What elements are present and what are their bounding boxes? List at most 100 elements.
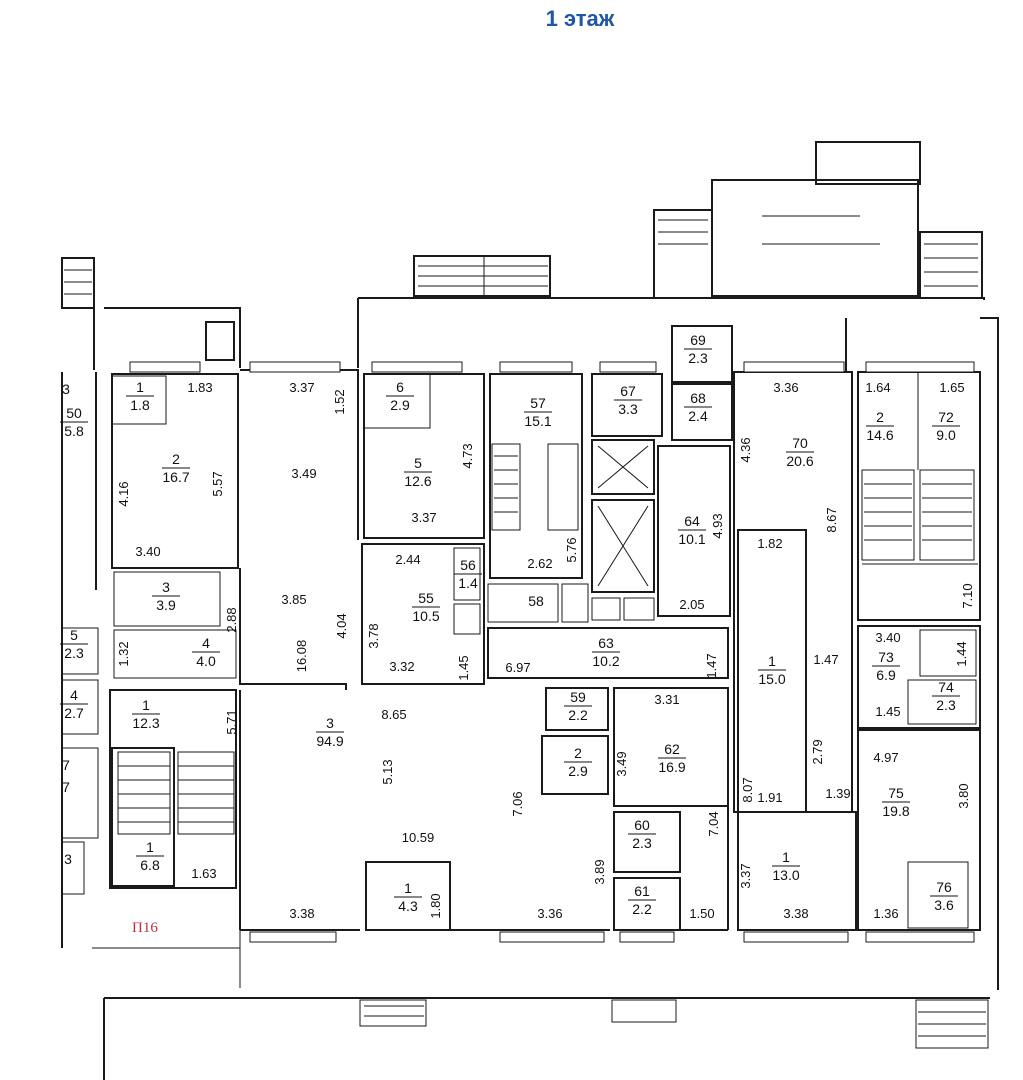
room-area: 19.8 bbox=[882, 803, 909, 819]
edge-fragment-label: 3 bbox=[62, 381, 70, 397]
dimension-label: 4.04 bbox=[334, 613, 349, 638]
dimension-label: 5.71 bbox=[224, 709, 239, 734]
room-area: 1.8 bbox=[130, 397, 150, 413]
room-area: 6.9 bbox=[876, 667, 896, 683]
room-area: 2.4 bbox=[688, 408, 708, 424]
room-area: 10.2 bbox=[592, 653, 619, 669]
room-area: 2.3 bbox=[936, 697, 956, 713]
dimension-label: 5.13 bbox=[380, 759, 395, 784]
dimension-label: 1.32 bbox=[116, 641, 131, 666]
room-label: 602.3 bbox=[628, 817, 656, 851]
room-label: 33.9 bbox=[152, 579, 180, 613]
room-number: 5 bbox=[414, 455, 422, 471]
room-label: 112.3 bbox=[132, 697, 160, 731]
stairs bbox=[64, 219, 986, 1037]
room-number: 4 bbox=[202, 635, 210, 651]
room-number: 1 bbox=[782, 849, 790, 865]
room-label: 394.9 bbox=[316, 715, 344, 749]
dimension-label: 3.78 bbox=[366, 623, 381, 648]
room-label: 512.6 bbox=[404, 455, 432, 489]
dimension-label: 1.44 bbox=[954, 641, 969, 666]
edge-fragment-label: 7 bbox=[62, 757, 70, 773]
dimension-label: 3.32 bbox=[389, 659, 414, 674]
room-area: 2.7 bbox=[64, 705, 84, 721]
room-number: 60 bbox=[634, 817, 650, 833]
room-number: 68 bbox=[690, 390, 706, 406]
room-number: 72 bbox=[938, 409, 954, 425]
room-area: 15.1 bbox=[524, 413, 551, 429]
room-number: 2 bbox=[876, 409, 884, 425]
dimension-label: 4.97 bbox=[873, 750, 898, 765]
dimension-label: 2.79 bbox=[810, 739, 825, 764]
room-area: 9.0 bbox=[936, 427, 956, 443]
room-number: 56 bbox=[460, 557, 476, 573]
dimension-label: 3.37 bbox=[289, 380, 314, 395]
room-area: 3.3 bbox=[618, 401, 638, 417]
room-area: 2.3 bbox=[632, 835, 652, 851]
room-labels: 11.8216.733.944.0112.316.8394.962.9512.6… bbox=[60, 332, 960, 917]
dimension-label: 1.65 bbox=[939, 380, 964, 395]
dimension-label: 4.93 bbox=[710, 513, 725, 538]
dimension-label: 3.89 bbox=[592, 859, 607, 884]
dimension-label: 3.37 bbox=[738, 863, 753, 888]
room-area: 5.8 bbox=[64, 423, 84, 439]
dimension-label: 4.36 bbox=[738, 437, 753, 462]
room-area: 2.3 bbox=[688, 350, 708, 366]
dimension-label: 6.97 bbox=[505, 660, 530, 675]
room-label: 16.8 bbox=[136, 839, 164, 873]
dimension-label: 8.65 bbox=[381, 707, 406, 722]
room-number: 59 bbox=[570, 689, 586, 705]
room-number: 3 bbox=[326, 715, 334, 731]
dimension-label: 2.44 bbox=[395, 552, 420, 567]
room-number: 2 bbox=[574, 745, 582, 761]
windows bbox=[129, 361, 989, 1049]
edge-fragment-label: 7 bbox=[62, 779, 70, 795]
dimension-label: 1.82 bbox=[757, 536, 782, 551]
dimension-label: 1.45 bbox=[456, 655, 471, 680]
dimension-label: 3.31 bbox=[654, 692, 679, 707]
dimension-label: 1.39 bbox=[825, 786, 850, 801]
room-label: 736.9 bbox=[872, 649, 900, 683]
room-area: 6.8 bbox=[140, 857, 160, 873]
room-area: 15.0 bbox=[758, 671, 785, 687]
room-area: 4.3 bbox=[398, 898, 418, 914]
room-label: 42.7 bbox=[60, 687, 88, 721]
room-area: 1.4 bbox=[458, 575, 478, 591]
room-label: 729.0 bbox=[932, 409, 960, 443]
room-number: 61 bbox=[634, 883, 650, 899]
dimension-label: 3.49 bbox=[614, 751, 629, 776]
dimension-label: 1.47 bbox=[813, 652, 838, 667]
dimension-label: 3.37 bbox=[411, 510, 436, 525]
room-area: 3.9 bbox=[156, 597, 176, 613]
dimension-label: 3.38 bbox=[289, 906, 314, 921]
dimension-label: 3.36 bbox=[537, 906, 562, 921]
dimension-label: 1.36 bbox=[873, 906, 898, 921]
dimension-label: 5.76 bbox=[564, 537, 579, 562]
room-label: 742.3 bbox=[932, 679, 960, 713]
dimension-label: 3.36 bbox=[773, 380, 798, 395]
dimension-label: 1.47 bbox=[704, 653, 719, 678]
room-area: 94.9 bbox=[316, 733, 343, 749]
room-number: 62 bbox=[664, 741, 680, 757]
room-label: 592.2 bbox=[564, 689, 592, 723]
dimension-label: 7.10 bbox=[960, 583, 975, 608]
dimension-label: 3.40 bbox=[875, 630, 900, 645]
room-area: 2.2 bbox=[568, 707, 588, 723]
room-number: 76 bbox=[936, 879, 952, 895]
dimension-label: 3.80 bbox=[956, 783, 971, 808]
room-area: 10.1 bbox=[678, 531, 705, 547]
dimension-label: 1.91 bbox=[757, 790, 782, 805]
dimension-label: 1.50 bbox=[689, 906, 714, 921]
room-area: 16.9 bbox=[658, 759, 685, 775]
room-number: 74 bbox=[938, 679, 954, 695]
room-label: 682.4 bbox=[684, 390, 712, 424]
room-label: 214.6 bbox=[866, 409, 894, 443]
dimension-label: 3.85 bbox=[281, 592, 306, 607]
dimension-label: 1.64 bbox=[865, 380, 890, 395]
